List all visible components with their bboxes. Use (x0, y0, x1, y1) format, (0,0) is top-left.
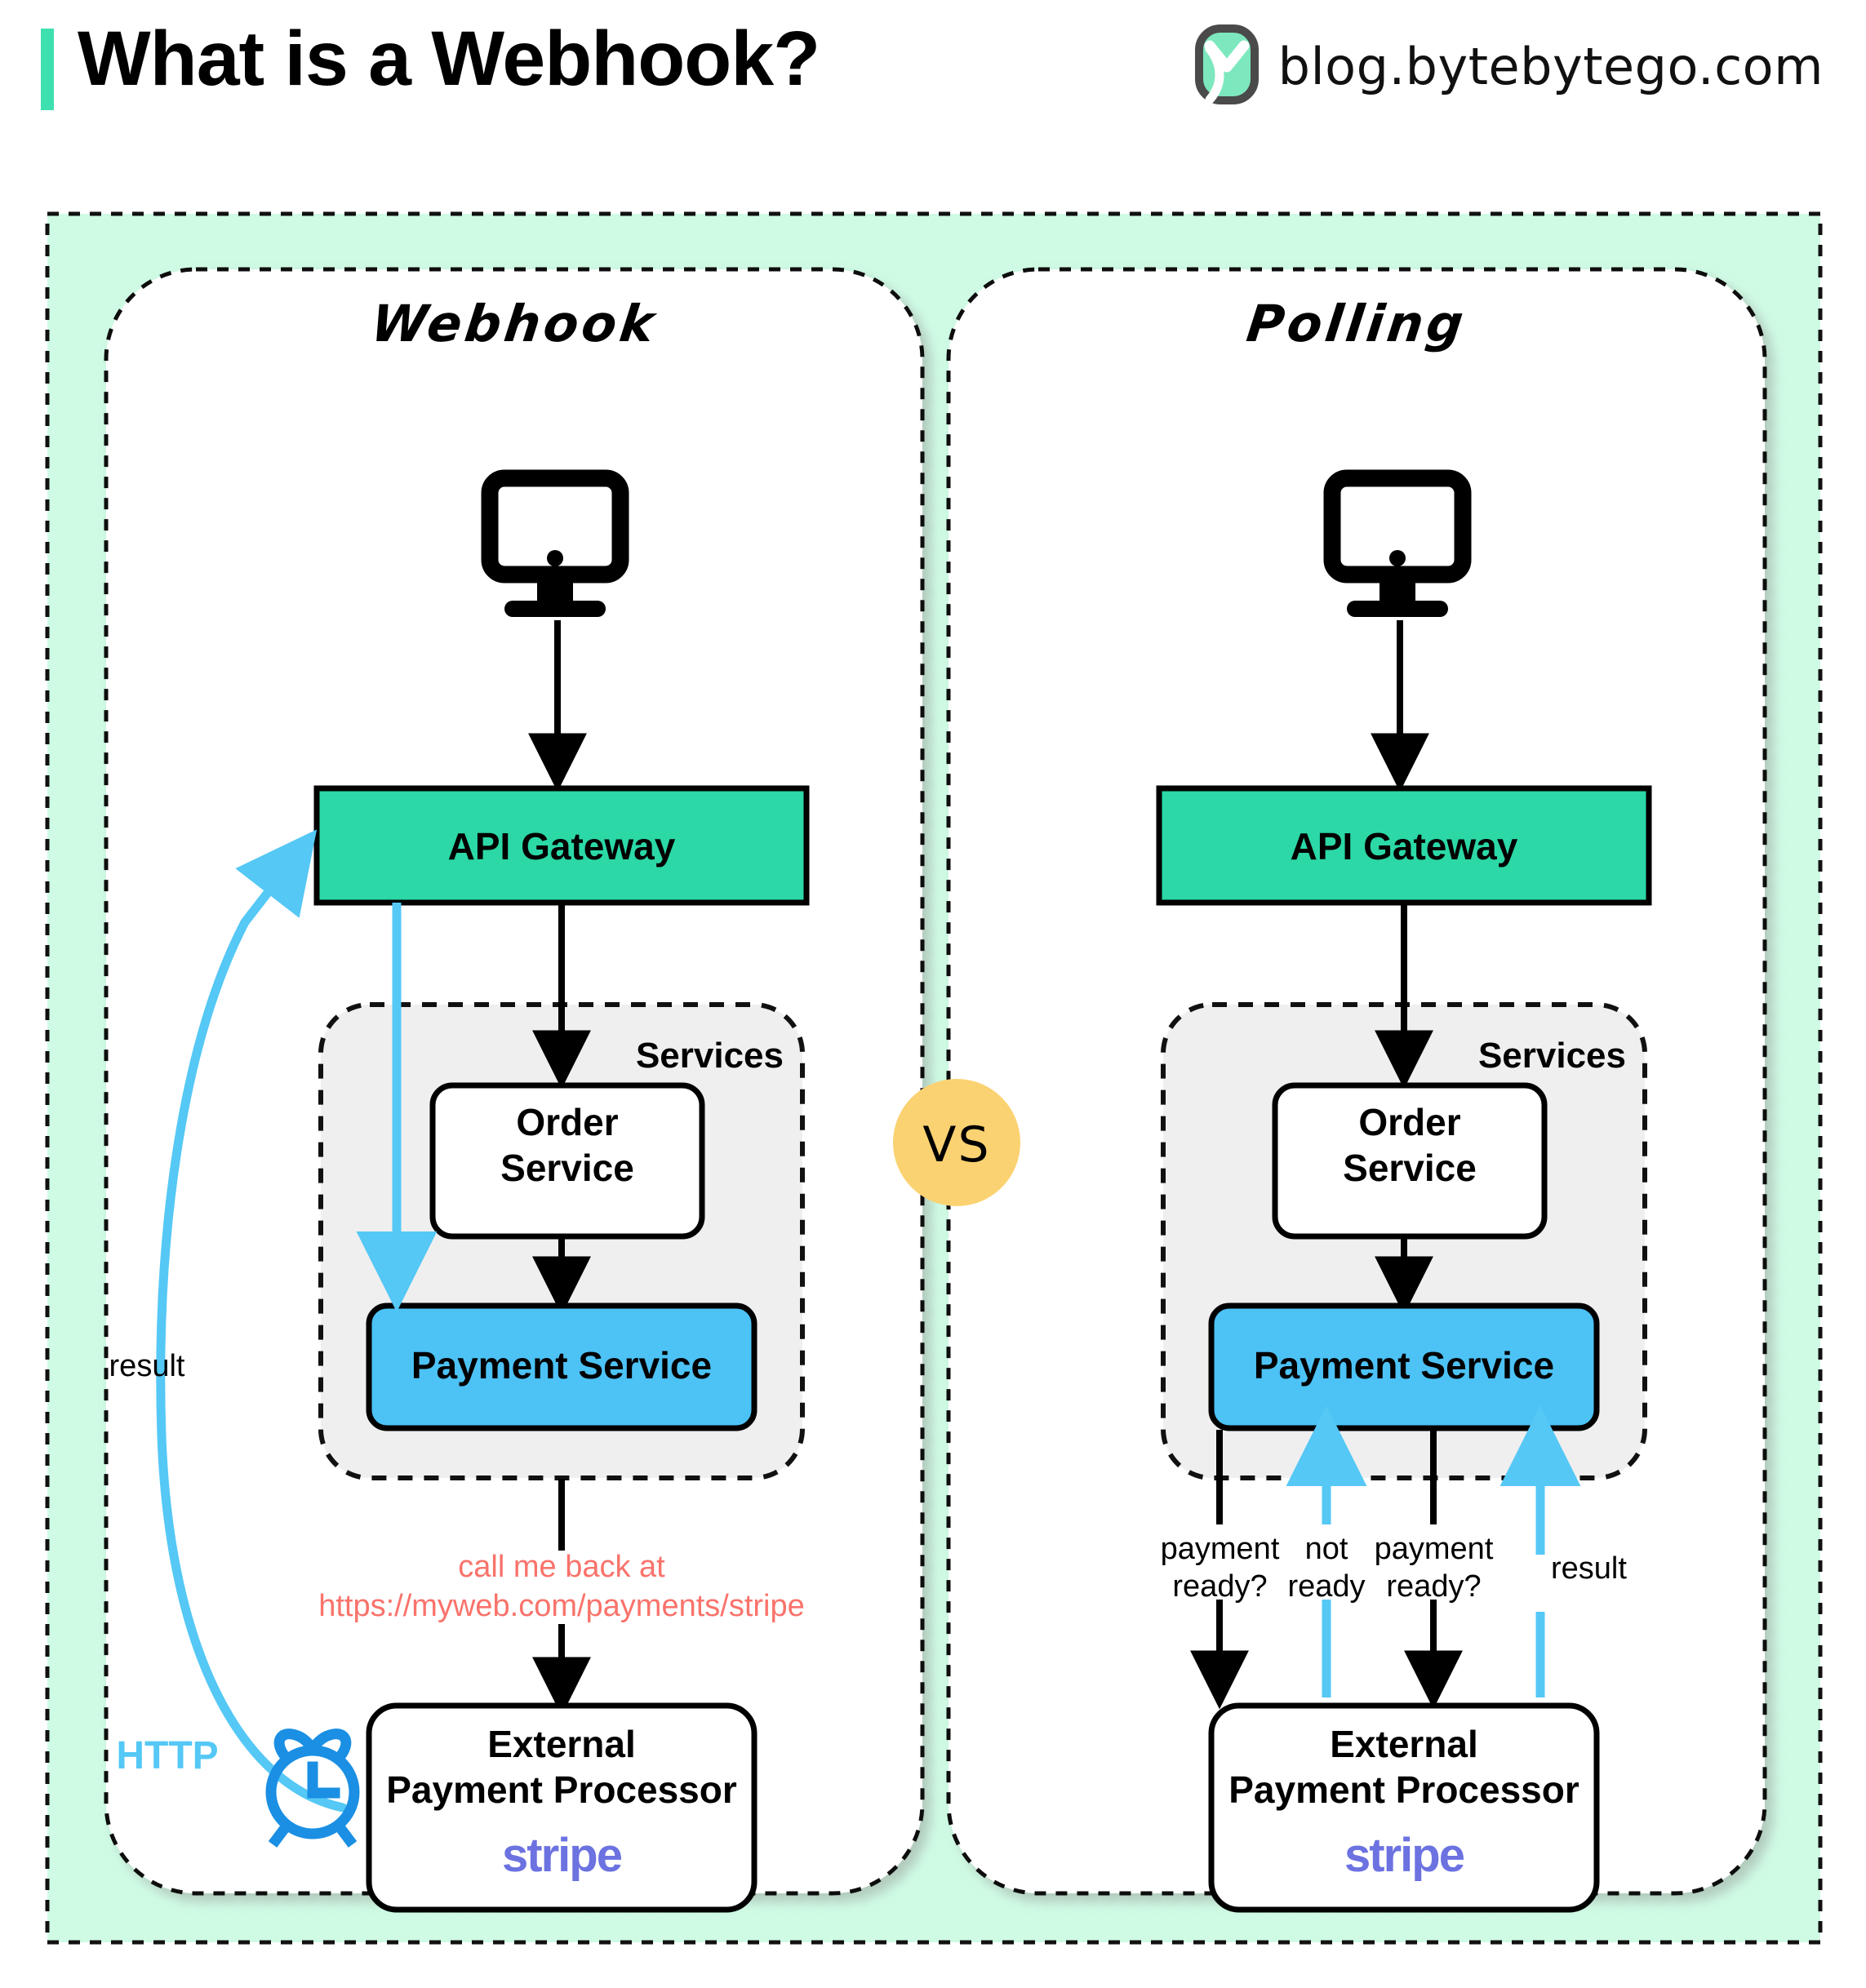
brand-block: blog.bytebytego.com (1194, 24, 1824, 109)
polling-poll3-label-line2: ready? (1386, 1569, 1482, 1604)
polling-order-service-label-line1: Order (1358, 1101, 1461, 1143)
webhook-callback-note-line1: call me back at (458, 1550, 665, 1584)
brand-url[interactable]: blog.bytebytego.com (1277, 37, 1824, 96)
webhook-blue-http-callback-curve (156, 829, 348, 1813)
panel-webhook-frame (104, 267, 925, 1896)
webhook-services-group-label: Services (635, 1036, 784, 1076)
webhook-callback-note-line2: https://myweb.com/payments/stripe (318, 1589, 805, 1623)
polling-external-processor-label-line2: Payment Processor (1228, 1768, 1579, 1811)
page-header: What is a Webhook? blog.bytebytego.com (0, 0, 1866, 204)
webhook-http-label: HTTP (116, 1734, 219, 1777)
webhook-order-service-label-line2: Service (500, 1147, 634, 1189)
webhook-external-processor-label-line1: External (487, 1723, 636, 1765)
polling-payment-service-label: Payment Service (1253, 1344, 1555, 1387)
panel-title-webhook: Webhook (367, 294, 661, 353)
webhook-api-gateway-label: API Gateway (447, 825, 676, 868)
webhook-order-service-label-line1: Order (516, 1101, 619, 1143)
outer-canvas-frame (45, 211, 1823, 1945)
polling-poll4-label: result (1551, 1551, 1627, 1586)
polling-poll2-label-line1: not (1304, 1532, 1348, 1566)
panel-title-polling: Polling (1243, 294, 1470, 353)
polling-order-service-label-line2: Service (1343, 1147, 1477, 1189)
page-title: What is a Webhook? (78, 16, 820, 102)
alarm-clock-icon (265, 1728, 360, 1848)
polling-poll3-label-line1: payment (1374, 1532, 1494, 1566)
polling-poll1-label-line1: payment (1160, 1532, 1280, 1566)
polling-services-group-label: Services (1477, 1036, 1626, 1076)
webhook-result-label: result (109, 1349, 185, 1383)
title-accent-bar (41, 29, 54, 110)
bytebytego-logo-icon (1194, 24, 1259, 109)
polling-external-processor-label-line1: External (1330, 1723, 1478, 1765)
webhook-external-processor-label-line2: Payment Processor (386, 1768, 737, 1811)
polling-poll2-label-line2: ready (1287, 1569, 1366, 1604)
webhook-payment-service-label: Payment Service (411, 1344, 713, 1387)
webhook-client-monitor-icon (481, 469, 629, 617)
panel-polling-frame (946, 267, 1767, 1896)
polling-stripe-logo-label: stripe (1344, 1829, 1465, 1882)
webhook-stripe-logo-label: stripe (502, 1829, 623, 1882)
polling-client-monitor-icon (1323, 469, 1472, 617)
polling-api-gateway-label: API Gateway (1290, 825, 1518, 868)
polling-poll1-label-line2: ready? (1172, 1569, 1268, 1604)
vs-badge-label: VS (922, 1116, 991, 1174)
